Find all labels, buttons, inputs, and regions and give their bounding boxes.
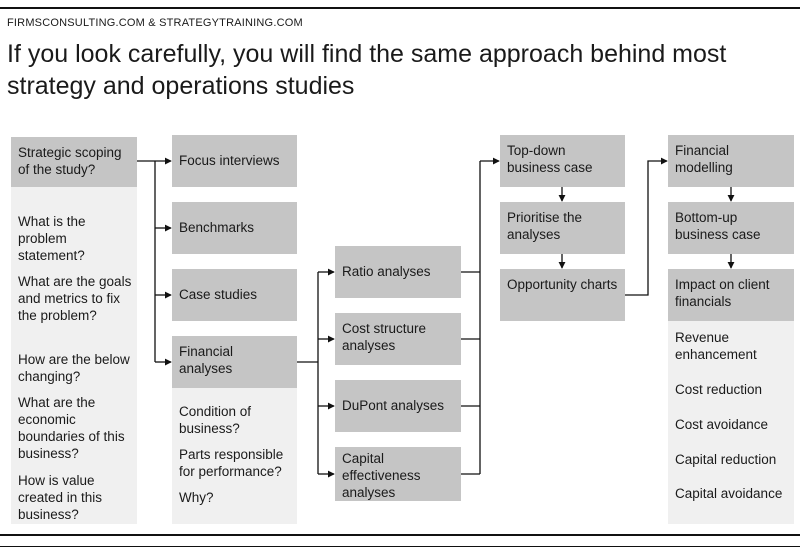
top-rule xyxy=(0,7,800,9)
box-benchmarks: Benchmarks xyxy=(172,202,297,254)
item-capital-reduction: Capital reduction xyxy=(675,452,777,467)
line-opportunity-to-modelling xyxy=(625,157,668,296)
box-case-studies: Case studies xyxy=(172,269,297,321)
financial-questions-panel xyxy=(172,388,297,524)
box-opportunity-charts: Opportunity charts xyxy=(500,269,625,321)
question-condition-of-business: Condition of business? xyxy=(179,404,252,436)
question-economic-boundaries: What are the economic boundaries of this… xyxy=(18,395,125,461)
box-dupont-analyses: DuPont analyses xyxy=(335,380,461,432)
question-problem-statement: What is the problem statement? xyxy=(18,214,86,263)
item-cost-avoidance: Cost avoidance xyxy=(675,417,769,432)
box-financial-analyses: Financial analyses xyxy=(172,336,297,388)
item-revenue-enhancement: Revenue enhancement xyxy=(675,330,757,362)
impact-items-panel xyxy=(668,321,794,524)
box-prioritise-analyses: Prioritise the analyses xyxy=(500,202,625,254)
box-top-down-business-case: Top-down business case xyxy=(500,135,625,187)
item-capital-avoidance: Capital avoidance xyxy=(675,486,783,501)
scoping-questions-panel xyxy=(11,187,137,524)
box-focus-interviews: Focus interviews xyxy=(172,135,297,187)
box-capital-effectiveness-analyses: Capital effectiveness analyses xyxy=(335,447,461,501)
question-parts-responsible: Parts responsible for performance? xyxy=(179,447,284,479)
box-financial-modelling: Financial modelling xyxy=(668,135,794,187)
box-ratio-analyses: Ratio analyses xyxy=(335,246,461,298)
question-goals-metrics: What are the goals and metrics to fix th… xyxy=(18,274,132,323)
brand-label: FIRMSCONSULTING.COM & STRATEGYTRAINING.C… xyxy=(7,17,303,29)
bottom-rule xyxy=(0,534,800,536)
box-strategic-scoping: Strategic scoping of the study? xyxy=(11,137,137,187)
box-bottom-up-business-case: Bottom-up business case xyxy=(668,202,794,254)
box-cost-structure-analyses: Cost structure analyses xyxy=(335,313,461,365)
box-impact-client-financials: Impact on client financials xyxy=(668,269,794,321)
question-value-creation: How is value created in this business? xyxy=(18,473,103,522)
page-title: If you look carefully, you will find the… xyxy=(7,40,727,100)
question-below-changing: How are the below changing? xyxy=(18,352,130,384)
item-cost-reduction: Cost reduction xyxy=(675,382,763,397)
bottom-rule-thin xyxy=(0,546,800,547)
question-why: Why? xyxy=(179,490,214,505)
